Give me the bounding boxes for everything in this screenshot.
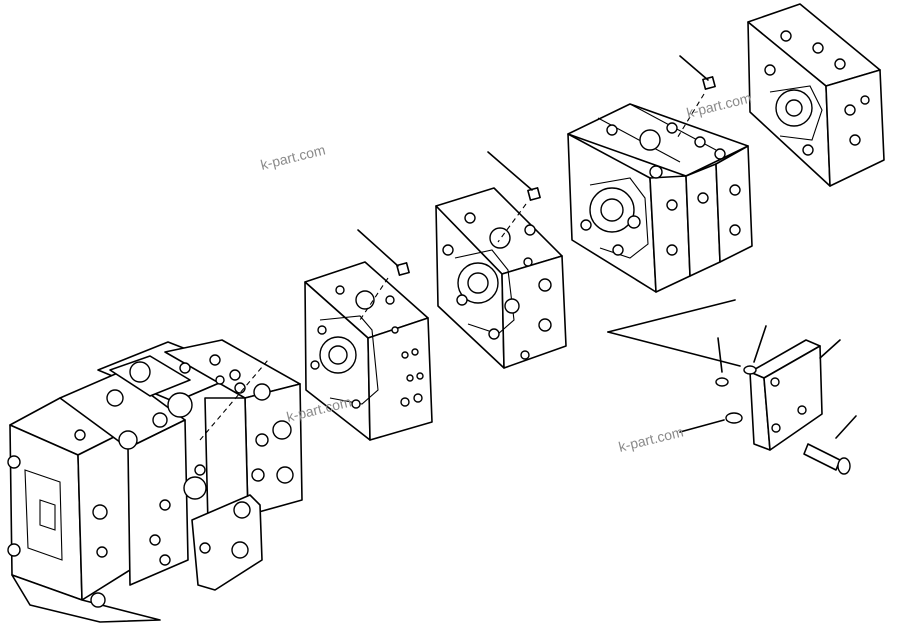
watermark-text: k-part.com: [259, 141, 327, 173]
valve-section-plate-2: [435, 151, 567, 369]
main-valve-assembly: [7, 339, 303, 623]
cover-plate-assembly: [607, 299, 857, 475]
valve-section-plate-3: [567, 55, 753, 293]
valve-end-block: [747, 3, 885, 187]
watermark-text: k-part.com: [617, 423, 685, 455]
watermark-text: k-part.com: [685, 89, 753, 121]
valve-section-plate-1: [304, 229, 433, 441]
